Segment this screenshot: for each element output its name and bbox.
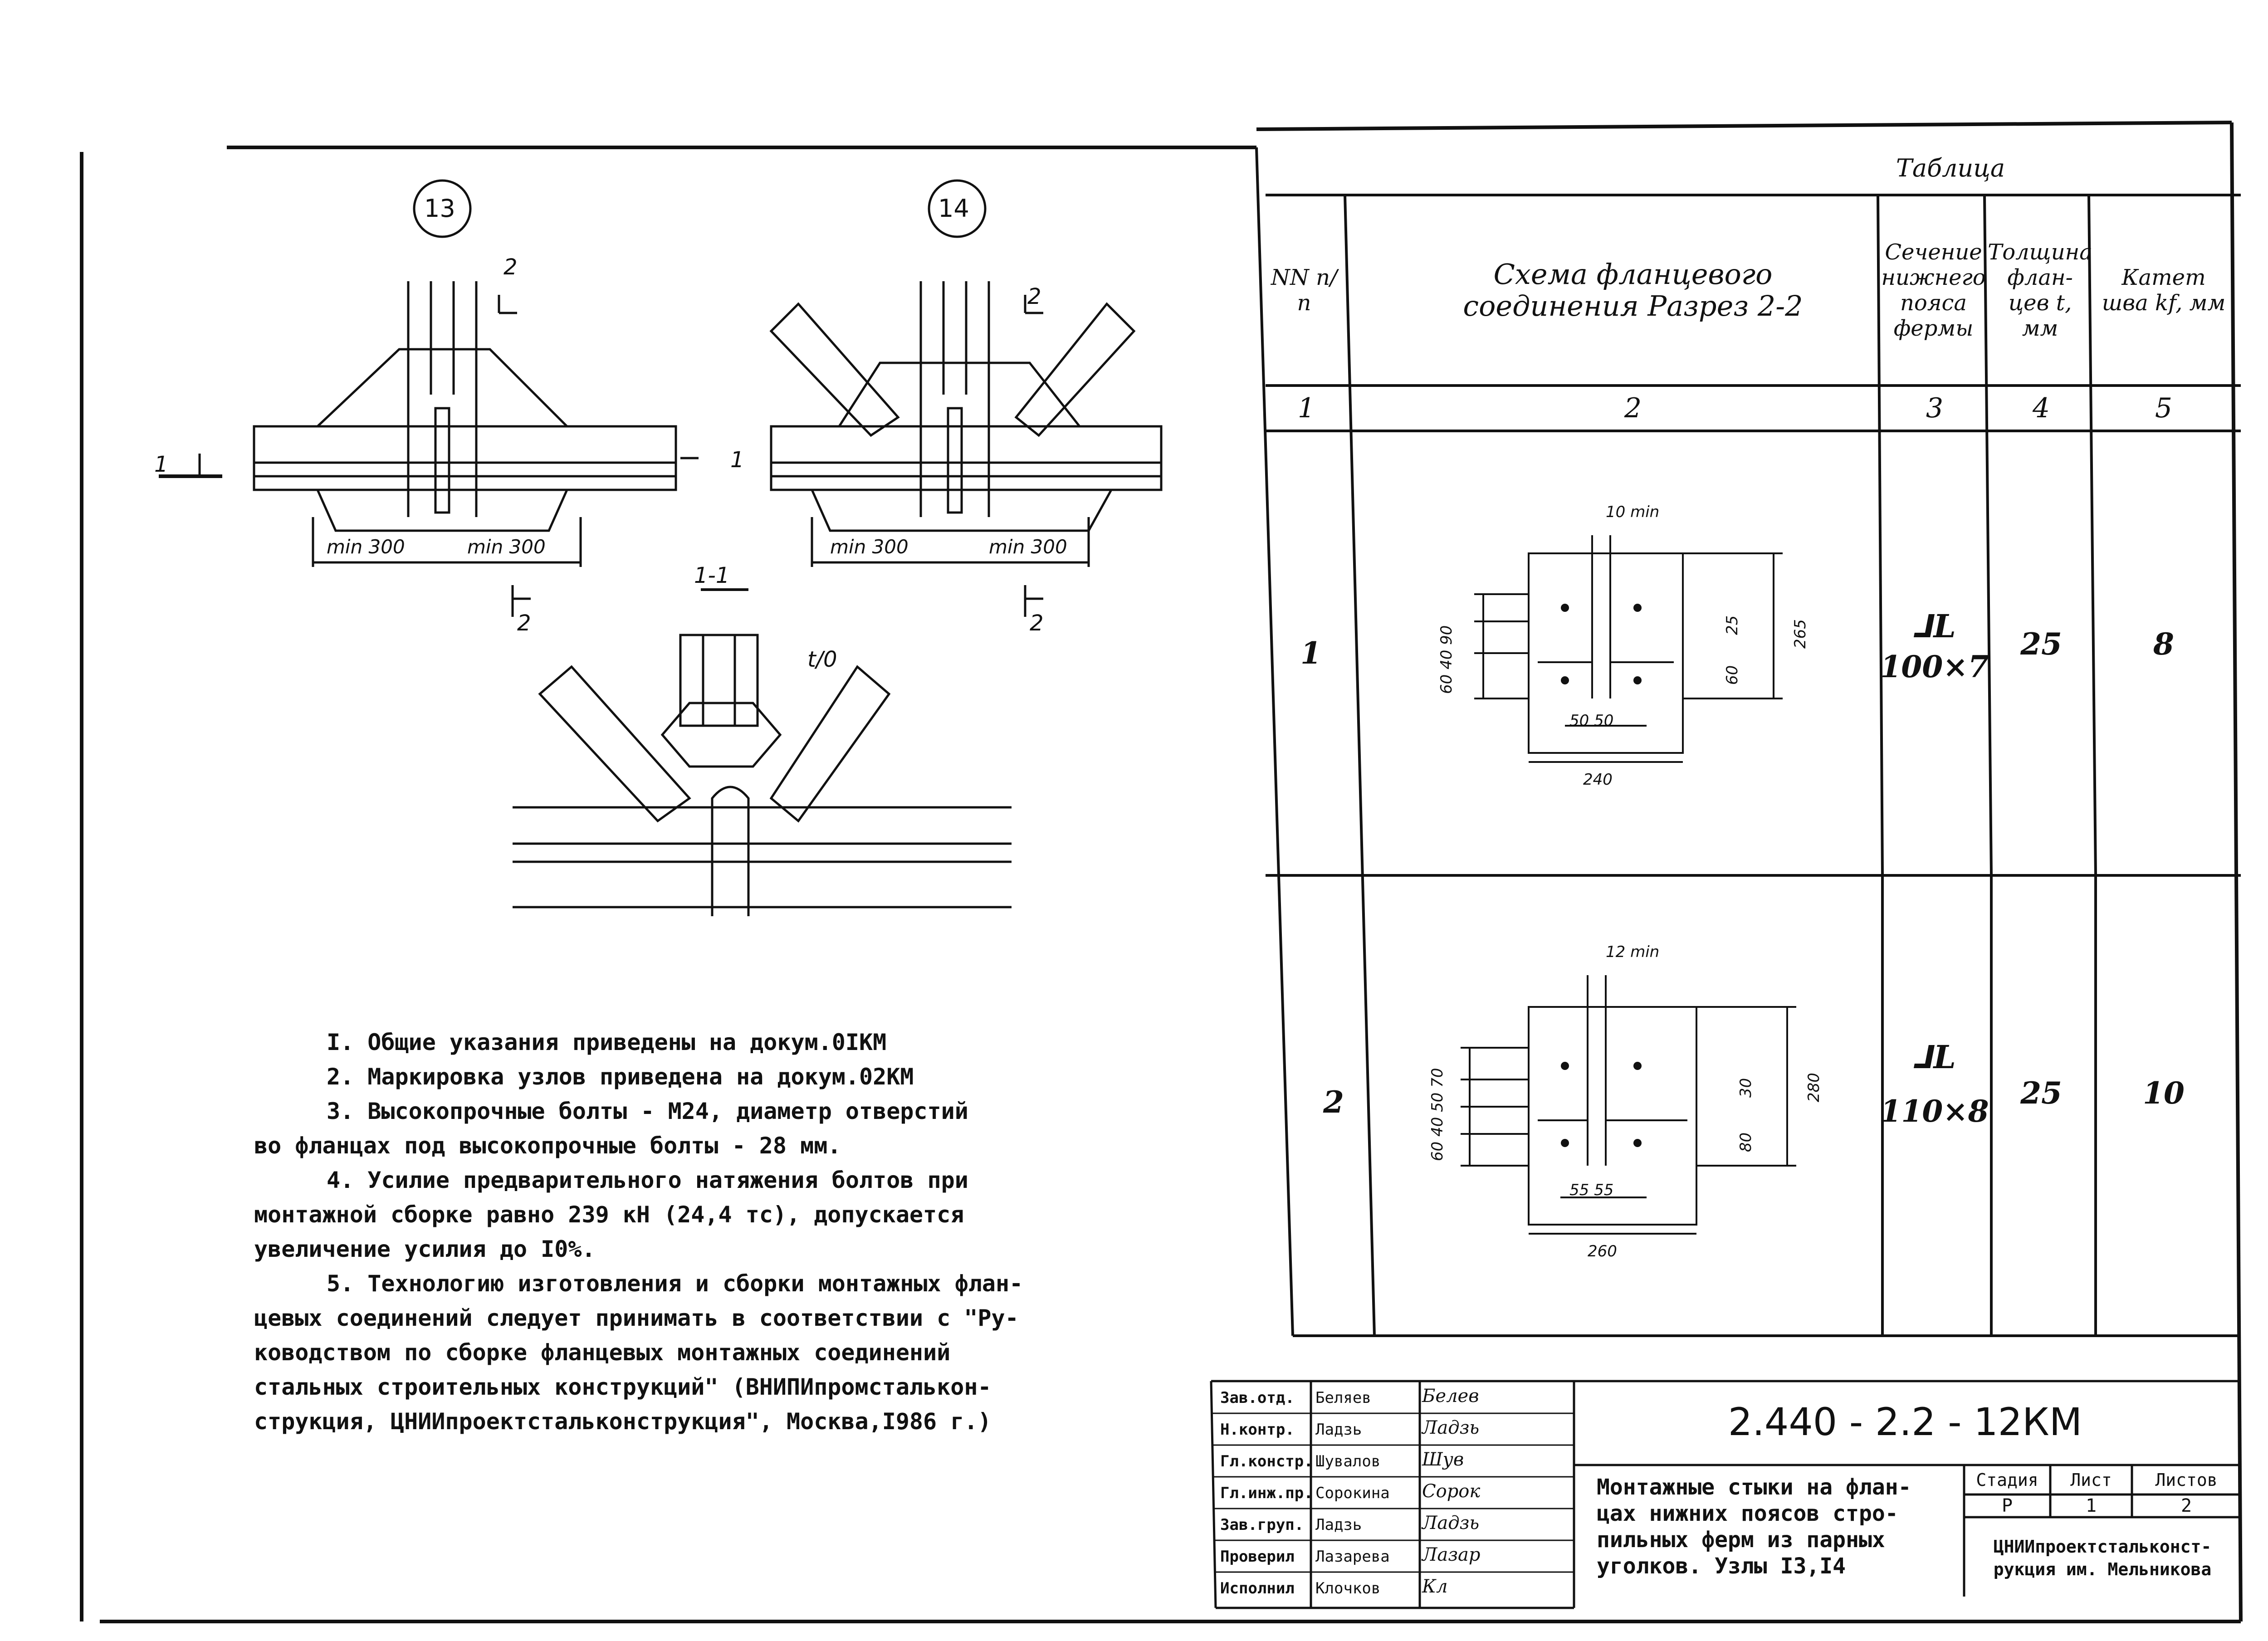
sheets-header: Листов [2155, 1470, 2218, 1490]
col-number-2: 2 [1624, 392, 1642, 424]
header-section: Сечение нижнего пояса фермы [1881, 239, 1986, 341]
min300-label-13b: min 300 [467, 536, 546, 558]
flange-scheme-1: 10 min 60 40 90 265 25 60 50 50 240 [1437, 503, 1809, 789]
signature-3: Шув [1422, 1449, 1464, 1470]
row1-section: 100×7 [1880, 649, 1989, 684]
note-5-cont4: струкция, ЦНИИпроектстальконструкция", М… [254, 1408, 992, 1435]
signature-7: Кл [1422, 1576, 1448, 1597]
scheme2-right-dim: 280 [1805, 1073, 1823, 1102]
node-14-drawing [769, 179, 1163, 617]
sheets-value: 2 [2180, 1495, 2192, 1516]
section-1-1-drawing [513, 588, 1012, 916]
note-4-cont: монтажной сборке равно 239 кН (24,4 тс),… [254, 1201, 964, 1228]
scheme1-left-dims: 60 40 90 [1437, 625, 1456, 694]
cut-2-label-13-top: 2 [503, 254, 518, 280]
col-number-5: 5 [2155, 392, 2173, 424]
note-5-cont3: стальных строительных конструкций" (ВНИП… [254, 1374, 992, 1400]
sig-role-4: Гл.инж.пр. [1220, 1484, 1313, 1502]
row1-num: 1 [1300, 635, 1321, 671]
scheme1-bottom-b: 240 [1583, 771, 1613, 789]
note-5-cont2: ководством по сборке фланцевых монтажных… [254, 1339, 951, 1366]
scheme2-left-dims: 60 40 50 70 [1428, 1068, 1447, 1161]
cut-2-label-13-bottom: 2 [517, 610, 531, 636]
scheme2-right-dim-b: 30 [1737, 1078, 1755, 1098]
signature-6: Лазар [1422, 1544, 1481, 1565]
header-thickness: Толщина флан- цев t, мм [1988, 239, 2092, 341]
sheet-header: Лист [2070, 1470, 2112, 1490]
cut-1-label-14-left: 1 [730, 447, 744, 473]
header-scheme: Схема фланцевого соединения Разрез 2-2 [1463, 258, 1803, 322]
node-14-label: 14 [938, 194, 969, 223]
sig-name-4: Сорокина [1315, 1484, 1390, 1502]
note-4-cont2: увеличение усилия до I0%. [254, 1236, 596, 1262]
note-5: 5. Технологию изготовления и сборки монт… [327, 1270, 1023, 1297]
row2-weld: 10 [2143, 1075, 2185, 1111]
col-number-4: 4 [2032, 392, 2050, 424]
row2-section: 110×8 [1880, 1094, 1989, 1129]
signature-1: Белев [1422, 1386, 1479, 1407]
stage-value: Р [2001, 1495, 2013, 1516]
sig-role-2: Н.контр. [1220, 1421, 1295, 1439]
sig-name-7: Клочков [1315, 1579, 1381, 1597]
sig-role-3: Гл.констр. [1220, 1452, 1313, 1470]
general-notes: I. Общие указания приведены на докум.0IК… [254, 1025, 1116, 1439]
signature-4: Сорок [1422, 1481, 1481, 1502]
row2-angle-icon: ⅃L [1913, 1038, 1956, 1076]
note-3: 3. Высокопрочные болты - М24, диаметр от… [327, 1098, 968, 1124]
sig-name-6: Лазарева [1315, 1548, 1390, 1566]
truss-node-drawings: 13 14 1-1 2 2 2 2 1 1 t/0 min 300 min 30… [154, 179, 1163, 916]
document-code: 2.440 - 2.2 - 12КМ [1728, 1400, 2082, 1444]
drawing-title: Монтажные стыки на флан- цах нижних пояс… [1597, 1475, 1911, 1579]
row2-thickness: 25 [2020, 1075, 2062, 1111]
min300-label-13a: min 300 [327, 536, 405, 558]
min300-label-14a: min 300 [830, 536, 909, 558]
header-num: NN п/п [1271, 265, 1338, 316]
section-1-1-label: 1-1 [694, 563, 729, 588]
row1-thickness: 25 [2020, 626, 2062, 662]
stage-header: Стадия [1976, 1470, 2038, 1490]
sig-name-3: Шувалов [1315, 1452, 1381, 1470]
sig-role-7: Исполнил [1220, 1579, 1295, 1597]
sig-name-5: Ладзь [1315, 1516, 1362, 1534]
header-weld: Катет шва kf, мм [2102, 265, 2226, 316]
note-1: I. Общие указания приведены на докум.0IК… [327, 1029, 887, 1055]
node-13-drawing [159, 179, 699, 617]
cut-1-label-13-left: 1 [154, 452, 168, 477]
note-4: 4. Усилие предварительного натяжения бол… [327, 1167, 968, 1193]
organization: ЦНИИпроектстальконст- рукция им. Мельник… [1993, 1537, 2212, 1579]
sig-role-6: Проверил [1220, 1548, 1295, 1566]
scheme1-right-dim-b: 25 [1723, 615, 1741, 635]
scheme2-top-dim: 12 min [1606, 943, 1659, 961]
scheme2-bottom-b: 260 [1588, 1242, 1617, 1260]
signature-2: Ладзь [1422, 1417, 1480, 1438]
cut-2-label-14-top: 2 [1027, 284, 1041, 309]
cut-2-label-14-bottom: 2 [1030, 610, 1044, 636]
sig-role-5: Зав.груп. [1220, 1516, 1304, 1534]
sig-name-1: Беляев [1315, 1389, 1371, 1407]
row2-num: 2 [1323, 1084, 1344, 1120]
flange-thickness-label: t/0 [807, 647, 837, 672]
min300-label-14b: min 300 [989, 536, 1067, 558]
node-13-label: 13 [424, 194, 455, 223]
col-number-1: 1 [1297, 392, 1315, 424]
row1-angle-icon: ⅃L [1913, 607, 1956, 645]
scheme2-bottom-a: 55 55 [1569, 1181, 1613, 1199]
flange-scheme-2: 12 min 60 40 50 70 280 30 80 55 55 260 [1428, 943, 1823, 1260]
signature-5: Ладзь [1422, 1513, 1480, 1534]
sig-name-2: Ладзь [1315, 1421, 1362, 1439]
table-caption: Таблица [1896, 153, 2005, 182]
scheme1-top-dim: 10 min [1606, 503, 1659, 521]
scheme1-right-dim-c: 60 [1723, 665, 1741, 685]
note-3-cont: во фланцах под высокопрочные болты - 28 … [254, 1133, 841, 1159]
note-5-cont: цевых соединений следует принимать в соо… [254, 1305, 1019, 1331]
sheet-value: 1 [2085, 1495, 2097, 1516]
note-2: 2. Маркировка узлов приведена на докум.0… [327, 1064, 914, 1090]
col-number-3: 3 [1926, 392, 1944, 424]
sig-role-1: Зав.отд. [1220, 1389, 1295, 1407]
scheme1-right-dim: 265 [1791, 619, 1809, 649]
scheme1-bottom-a: 50 50 [1569, 712, 1613, 730]
row1-weld: 8 [2153, 626, 2174, 662]
scheme2-right-dim-c: 80 [1737, 1133, 1755, 1152]
